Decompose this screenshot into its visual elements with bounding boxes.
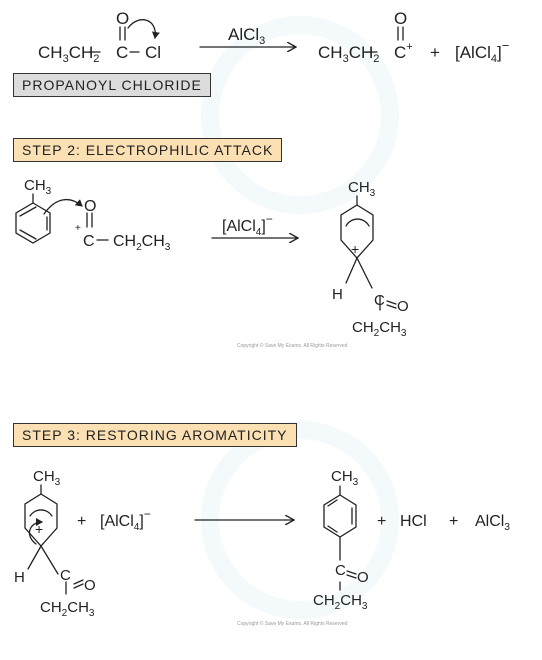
step2-label: STEP 2: ELECTROPHILIC ATTACK	[13, 138, 283, 162]
sigma-ch3: CH3	[348, 179, 376, 199]
step1-product-o: O	[394, 9, 407, 28]
step3-copyright: Copyright © Save My Exams. All Rights Re…	[237, 621, 348, 627]
acylium-o: O	[84, 198, 96, 215]
step2-reagent: [AlCl4]−	[222, 212, 273, 238]
acylium-ethyl: CH2CH3	[113, 233, 171, 253]
step1-cl: Cl	[145, 43, 161, 62]
s3-plus2: +	[377, 513, 386, 530]
s3-ethyl: CH2CH3	[40, 599, 95, 619]
step3-label: STEP 3: RESTORING AROMATICITY	[13, 423, 297, 447]
step2-copyright: Copyright © Save My Exams. All Rights Re…	[237, 343, 348, 349]
step1-o: O	[116, 9, 129, 28]
s3-sigma-plus: +	[35, 521, 43, 537]
step2-curly-arrow	[43, 199, 83, 215]
step1-reagent: AlCl3	[228, 25, 265, 47]
s3-plus1: +	[77, 513, 86, 530]
acylium-c: C	[83, 233, 95, 250]
s3-anion: [AlCl4]−	[100, 507, 151, 533]
propanoyl-chloride-label: PROPANOYL CHLORIDE	[13, 73, 211, 97]
s3-h: H	[14, 569, 25, 586]
s3-plus3: +	[449, 513, 458, 530]
step2-sigma-complex	[340, 195, 397, 311]
toluene-ring	[15, 193, 51, 244]
step1-product-ch3ch2: CH3CH2	[318, 43, 379, 65]
step1-product-c: C+	[394, 41, 413, 62]
product-o: O	[357, 569, 369, 586]
sigma-h: H	[332, 286, 343, 303]
product-ethyl: CH2CH3	[313, 592, 368, 612]
s3-alcl3: AlCl3	[475, 513, 510, 533]
step1-c: C	[116, 43, 128, 62]
toluene-ch3: CH3	[24, 177, 52, 197]
product-ch3: CH3	[331, 468, 359, 488]
step3-curly-arrow	[28, 518, 43, 545]
watermark	[201, 16, 399, 619]
step1-reactant	[88, 26, 140, 53]
s3-o: O	[84, 577, 96, 594]
step1-ch3ch2: CH3CH2	[38, 43, 99, 65]
acylium-bonds	[86, 212, 109, 241]
product-ring	[323, 485, 357, 591]
step1-anion: [AlCl4]−	[455, 38, 509, 65]
acylium-plus: +	[75, 223, 81, 234]
sigma-o: O	[397, 298, 409, 315]
s3-ch3: CH3	[33, 468, 61, 488]
step3-sigma-complex	[24, 484, 84, 595]
s3-c: C	[60, 567, 71, 584]
sigma-plus: +	[351, 241, 359, 257]
s3-hcl: HCl	[400, 513, 427, 530]
step1-plus: +	[430, 43, 440, 62]
sigma-c: C	[374, 292, 385, 309]
step1-product-bonds	[364, 26, 404, 53]
step1-curly-arrow	[127, 19, 160, 39]
sigma-ethyl: CH2CH3	[352, 319, 407, 339]
product-c: C	[335, 562, 346, 579]
